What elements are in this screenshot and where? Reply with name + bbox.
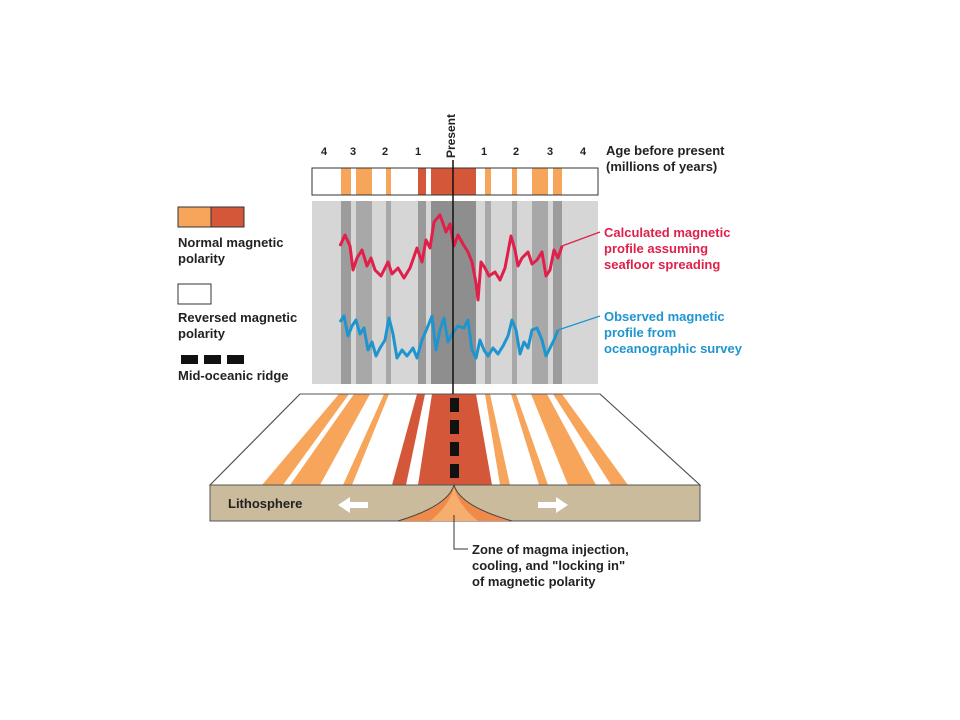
ridge-legend-dash-1: [181, 355, 198, 364]
lithosphere-slab: [209, 483, 701, 522]
magma-callout-line: [453, 515, 468, 550]
observed-profile-label-line2: profile from: [604, 325, 677, 340]
age-axis-title-line2: (millions of years): [606, 159, 718, 174]
age-tick-right-3: 3: [546, 146, 554, 158]
normal-polarity-swatch-dark: [210, 206, 245, 228]
spreading-arrow-left: [338, 497, 368, 513]
seafloor-block-top: [208, 393, 702, 486]
present-label: Present: [441, 112, 461, 160]
calculated-leader-line: [561, 231, 601, 247]
reversed-polarity-label-line1: Reversed magnetic: [178, 310, 298, 325]
age-tick-right-4: 4: [579, 146, 587, 158]
ridge-legend-label: Mid-oceanic ridge: [178, 368, 289, 383]
calculated-profile-label: Calculated magnetic profile assuming sea…: [604, 225, 730, 273]
polarity-time-bar: [311, 167, 599, 196]
age-tick-left-1: 1: [414, 146, 422, 158]
age-tick-left-2: 2: [381, 146, 389, 158]
observed-leader-line: [557, 315, 601, 331]
magma-zone-callout-line3: of magnetic polarity: [472, 574, 596, 589]
spreading-arrow-right: [538, 497, 568, 513]
magma-zone-callout-line2: cooling, and "locking in": [472, 558, 626, 573]
age-tick-left-4: 4: [320, 146, 328, 158]
calculated-profile-label-line3: seafloor spreading: [604, 257, 721, 272]
age-axis-title-line1: Age before present: [606, 143, 725, 158]
calculated-profile-label-line2: profile assuming: [604, 241, 709, 256]
magma-zone-callout-line1: Zone of magma injection,: [472, 542, 629, 557]
ridge-legend-dash-3: [227, 355, 244, 364]
age-tick-left-3: 3: [349, 146, 357, 158]
observed-profile-label: Observed magnetic profile from oceanogra…: [604, 309, 742, 357]
calculated-profile-line: [338, 213, 564, 302]
calculated-profile-label-line1: Calculated magnetic: [604, 225, 731, 240]
observed-profile-line: [338, 314, 560, 360]
normal-polarity-label: Normal magnetic polarity: [178, 235, 283, 267]
normal-polarity-swatch-light: [177, 206, 212, 228]
age-tick-right-1: 1: [480, 146, 488, 158]
present-label-text: Present: [444, 113, 458, 159]
normal-polarity-label-line2: polarity: [178, 251, 225, 266]
lithosphere-label: Lithosphere: [228, 496, 303, 511]
magnetic-profile-panel: [312, 201, 601, 384]
reversed-polarity-swatch: [177, 283, 212, 305]
reversed-polarity-label-line2: polarity: [178, 326, 225, 341]
magma-zone-callout: Zone of magma injection, cooling, and "l…: [472, 542, 629, 590]
age-axis-title: Age before present (millions of years): [606, 143, 724, 175]
age-tick-right-2: 2: [512, 146, 520, 158]
observed-profile-label-line3: oceanographic survey: [604, 341, 742, 356]
observed-profile-label-line1: Observed magnetic: [604, 309, 725, 324]
reversed-polarity-label: Reversed magnetic polarity: [178, 310, 297, 342]
normal-polarity-label-line1: Normal magnetic: [178, 235, 284, 250]
ridge-legend-dash-2: [204, 355, 221, 364]
